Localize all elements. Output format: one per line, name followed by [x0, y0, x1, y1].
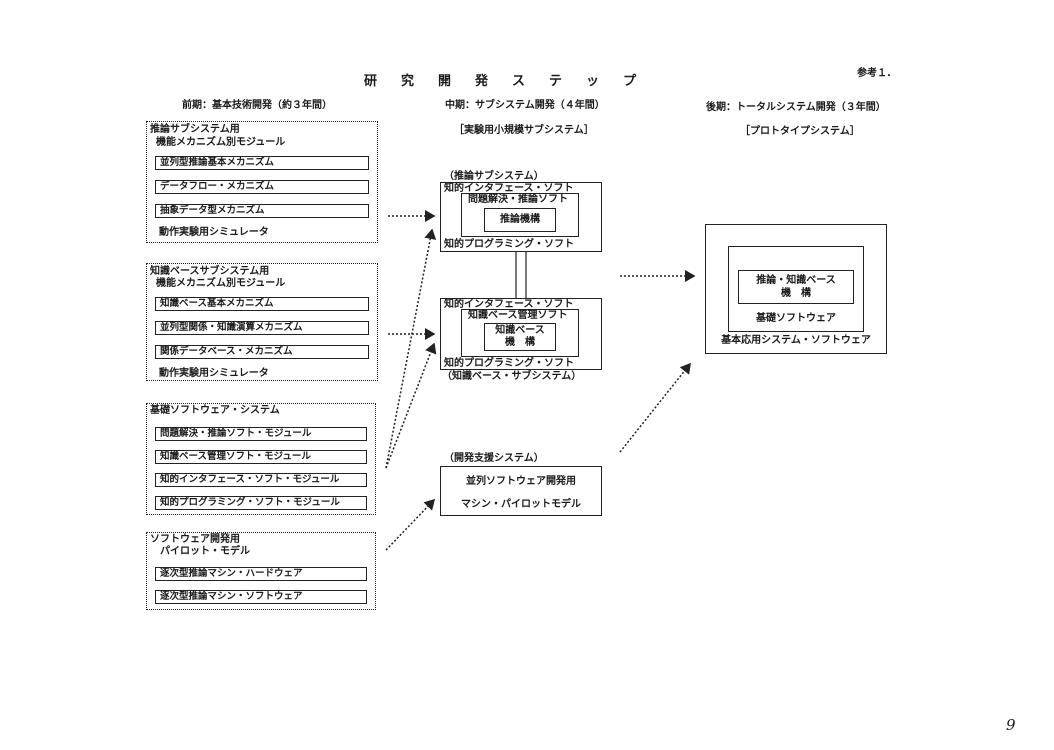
interface-soft-label: 知的インタフェース・ソフト	[444, 183, 574, 194]
kb-core-label: 知識ベース	[495, 325, 545, 336]
arrow-software-to-knowledge	[385, 342, 437, 469]
module-item: データフロー・メカニズム	[155, 180, 369, 194]
group-subtitle: 機能メカニズム別モジュール	[156, 278, 286, 289]
kb-management-label: 知識ベース管理ソフト	[468, 310, 568, 321]
knowledge-subsystem-box: 知的インタフェース・ソフト 知識ベース管理ソフト 知識ベース 機 構 知的プログ…	[440, 298, 602, 370]
middle-phase-subtitle: ［実験用小規模サブシステム］	[454, 125, 594, 136]
early-phase-label: 前期：基本技術開発（約３年間）	[182, 100, 332, 111]
prototype-system-box: 推論・知識ベース 機 構 基礎ソフトウェア 基本応用システム・ソフトウェア	[705, 224, 887, 354]
module-item: 並列型関係・知識演算メカニズム	[155, 321, 369, 335]
simulator-label: 動作実験用シミュレータ	[159, 227, 269, 238]
support-line-1: 並列ソフトウェア開発用	[466, 476, 576, 487]
kb-core-box: 知識ベース 機 構	[484, 323, 556, 351]
inference-kb-core-label: 推論・知識ベース	[756, 275, 836, 286]
group-title: 基礎ソフトウェア・システム	[150, 405, 280, 416]
inference-subsystem-caption: （推論サブシステム）	[444, 171, 544, 182]
programming-soft-label: 知的プログラミング・ソフト	[444, 239, 574, 250]
group-title: ソフトウェア開発用	[150, 534, 240, 545]
module-item: 逐次型推論マシン・ソフトウェア	[155, 590, 367, 604]
application-software-label: 基本応用システム・ソフトウェア	[721, 335, 871, 346]
arrow-support-to-prototype	[619, 362, 691, 453]
module-item: 並列型推論基本メカニズム	[155, 156, 369, 170]
module-item: 知識ベース管理ソフト・モジュール	[155, 450, 367, 464]
reference-label: 参考１.	[857, 68, 891, 79]
dev-pilot-group: ソフトウェア開発用 パイロット・モデル 逐次型推論マシン・ハードウェア 逐次型推…	[146, 532, 376, 610]
inference-kb-core-box: 推論・知識ベース 機 構	[738, 270, 854, 304]
module-item: 問題解決・推論ソフト・モジュール	[155, 427, 367, 441]
module-item: 知識ベース基本メカニズム	[155, 297, 369, 311]
inference-subsystem-box: 知的インタフェース・ソフト 問題解決・推論ソフト 推論機構 知的プログラミング・…	[440, 182, 602, 252]
inference-core-box: 推論機構	[484, 208, 556, 232]
module-item: 知的インタフェース・ソフト・モジュール	[155, 473, 367, 487]
group-title: 知識ベースサブシステム用	[150, 266, 270, 277]
support-line-2: マシン・パイロットモデル	[461, 499, 581, 510]
problem-solving-label: 問題解決・推論ソフト	[468, 194, 568, 205]
module-item: 逐次型推論マシン・ハードウェア	[155, 567, 367, 581]
arrow-software-to-inference	[385, 228, 437, 469]
group-title: 推論サブシステム用	[150, 124, 240, 135]
kb-core-label-2: 機 構	[505, 337, 535, 348]
basic-software-inner-box: 推論・知識ベース 機 構 基礎ソフトウェア	[728, 246, 864, 332]
group-subtitle: 機能メカニズム別モジュール	[156, 137, 286, 148]
problem-solving-box: 問題解決・推論ソフト 推論機構	[461, 193, 579, 237]
basic-software-label: 基礎ソフトウェア	[756, 313, 836, 324]
programming-soft-label: 知的プログラミング・ソフト	[444, 358, 574, 369]
support-system-box: 並列ソフトウェア開発用 マシン・パイロットモデル	[440, 466, 602, 516]
inference-core-label: 推論機構	[500, 214, 540, 225]
basic-software-group: 基礎ソフトウェア・システム 問題解決・推論ソフト・モジュール 知識ベース管理ソフ…	[146, 403, 376, 515]
inference-module-group: 推論サブシステム用 機能メカニズム別モジュール 並列型推論基本メカニズム データ…	[146, 121, 378, 243]
arrow-dev-to-support	[385, 498, 436, 551]
inference-kb-core-label-2: 機 構	[781, 288, 811, 299]
support-system-caption: （開発支援システム）	[444, 453, 544, 464]
kb-management-box: 知識ベース管理ソフト 知識ベース 機 構	[461, 309, 579, 357]
module-item: 抽象データ型メカニズム	[155, 204, 369, 218]
module-item: 知的プログラミング・ソフト・モジュール	[155, 496, 367, 510]
middle-phase-label: 中期：サブシステム開発（４年間）	[445, 100, 605, 111]
late-phase-label: 後期：トータルシステム開発（３年間）	[706, 102, 886, 113]
page-number: 9	[1006, 716, 1016, 734]
page-title: 研究開発ステップ	[364, 74, 661, 89]
knowledge-module-group: 知識ベースサブシステム用 機能メカニズム別モジュール 知識ベース基本メカニズム …	[146, 263, 378, 381]
simulator-label: 動作実験用シミュレータ	[159, 368, 269, 379]
knowledge-subsystem-caption: （知識ベース・サブシステム）	[442, 371, 582, 382]
module-item: 関係データベース・メカニズム	[155, 345, 369, 359]
interface-soft-label: 知的インタフェース・ソフト	[444, 299, 574, 310]
late-phase-subtitle: ［プロトタイプシステム］	[740, 126, 860, 137]
group-subtitle: パイロット・モデル	[160, 546, 250, 557]
